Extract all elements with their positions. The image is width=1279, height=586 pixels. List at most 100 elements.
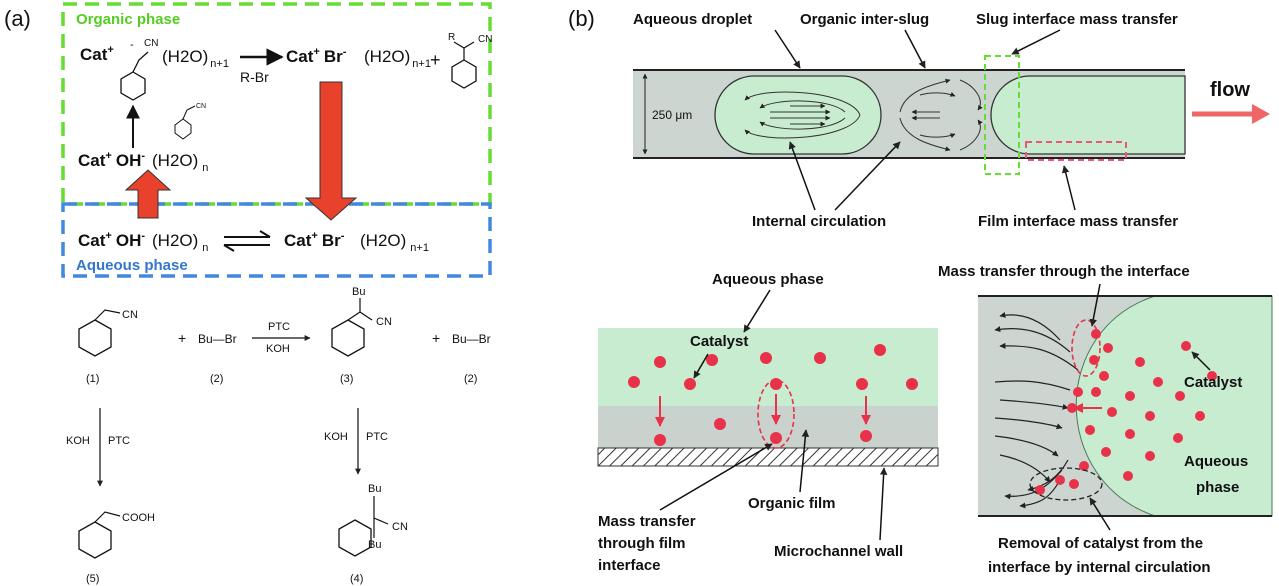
interface-transfer-highlight	[1071, 319, 1101, 377]
removal-caption-line-1: Removal of catalyst from the	[998, 535, 1203, 552]
svg-text:Aqueous phase: Aqueous phase	[1184, 453, 1252, 496]
flow-label: flow	[1210, 79, 1250, 101]
organic-phase-label: Organic phase	[76, 11, 180, 28]
equilibrium-arrows	[223, 230, 271, 252]
cat-ion: Cat	[80, 45, 108, 64]
svg-text:CN: CN	[478, 34, 492, 45]
svg-text:(2): (2)	[464, 373, 477, 385]
reaction-scheme: CN (1) + Bu—Br (2) PTC KOH Bu CN (3) + B…	[66, 286, 491, 585]
interface-circulation-arrows	[994, 312, 1079, 509]
aqueous-phase-label-b: Aqueous phase	[712, 271, 824, 288]
red-arrow-up	[124, 169, 172, 219]
slug-interface-label: Slug interface mass transfer	[976, 11, 1178, 28]
svg-text:Mass transfer through fi: Mass transfer through film interface	[598, 513, 700, 574]
film-transfer-highlight	[757, 379, 795, 449]
compound-3-label: (3)	[340, 373, 353, 385]
benzene-ring-product	[451, 59, 477, 89]
svg-text:+: +	[178, 330, 186, 346]
mass-transfer-film-line-2: through film	[598, 535, 685, 552]
organic-phase-box	[61, 2, 492, 206]
catalyst-dots-interface	[1035, 329, 1217, 495]
catalyst-label-interface: Catalyst	[1184, 374, 1242, 391]
svg-text:Removal of catalyst from the: Removal of catalyst from the interface b…	[988, 535, 1211, 576]
removal-caption-line-2: interface by internal circulation	[988, 559, 1211, 576]
svg-text:KOH: KOH	[324, 431, 348, 443]
svg-text:Bu: Bu	[352, 286, 365, 298]
mass-transfer-interface-label: Mass transfer through the interface	[938, 263, 1190, 280]
droplet-cap	[1075, 295, 1273, 517]
organic-film-label: Organic film	[748, 495, 836, 512]
cat-br-aqueous: Cat+Br-	[284, 230, 345, 250]
slug-interface-box	[984, 55, 1020, 175]
svg-text:+: +	[430, 50, 441, 70]
film-interface-box	[1025, 141, 1127, 161]
mass-transfer-film-line-1: Mass transfer	[598, 513, 696, 530]
interface-detail	[978, 295, 1273, 517]
aqueous-layer	[598, 328, 938, 406]
svg-text:+: +	[432, 330, 440, 346]
svg-text:COOH: COOH	[122, 512, 155, 524]
svg-text:Bu: Bu	[368, 483, 381, 495]
cn-top-left: CN	[144, 38, 158, 49]
svg-text:Bu: Bu	[368, 539, 381, 551]
compound-5-label: (5)	[86, 573, 99, 585]
aqueous-droplet-shape	[714, 75, 882, 155]
film-detail	[597, 328, 939, 467]
svg-text:PTC: PTC	[366, 431, 388, 443]
svg-text:(H2O)n+1: (H2O)n+1	[364, 47, 431, 70]
svg-text:CN: CN	[376, 316, 392, 328]
svg-text:CN: CN	[392, 521, 408, 533]
benzene-ring-small	[174, 118, 192, 140]
svg-text:Bu—Br: Bu—Br	[452, 332, 491, 346]
aqueous-phase-line-1: Aqueous	[1184, 453, 1248, 470]
rbr-label: R-Br	[240, 69, 269, 85]
organic-inter-slug-label: Organic inter-slug	[800, 11, 929, 28]
cat-oh-organic: Cat+OH-	[78, 150, 145, 170]
red-arrow-down	[304, 81, 358, 221]
compound-1-label: (1)	[86, 373, 99, 385]
svg-text:(H2O)n: (H2O)n	[152, 151, 208, 174]
organic-film-layer	[598, 406, 938, 448]
microchannel-wall-label: Microchannel wall	[774, 543, 903, 560]
compound-4-label: (4)	[350, 573, 363, 585]
microchannel-wall-layer	[597, 447, 939, 467]
removal-highlight	[1029, 467, 1103, 501]
bu-br-reactant: Bu—Br	[198, 332, 237, 346]
compound-4-structure	[338, 519, 372, 557]
aqueous-phase-box	[61, 202, 492, 278]
svg-text:Cat+: Cat+	[80, 44, 114, 64]
panel-a: (a) Organic phase Aqueous phase Cat+ - C…	[4, 2, 492, 585]
panel-a-label: (a)	[4, 6, 31, 31]
slug-circulation-arrows	[899, 78, 983, 152]
compound-5-structure	[78, 521, 112, 559]
internal-circulation-label: Internal circulation	[752, 213, 886, 230]
droplet-circulation-arrows	[744, 91, 861, 139]
svg-text:(H2O)n+1: (H2O)n+1	[162, 47, 229, 70]
aqueous-droplet-label: Aqueous droplet	[633, 11, 752, 28]
svg-text:CN: CN	[122, 309, 138, 321]
compound-3-structure	[331, 319, 365, 357]
svg-text:-: -	[130, 39, 134, 51]
top-reaction-row: Cat+ - CN (H2O)n+1 R-Br Cat+Br- (H2O)n+1…	[80, 32, 492, 101]
film-interface-label: Film interface mass transfer	[978, 213, 1178, 230]
cat-oh-aqueous: Cat+OH-	[78, 230, 145, 250]
svg-text:(H2O)n+1: (H2O)n+1	[360, 231, 429, 254]
svg-text:CN: CN	[196, 103, 206, 110]
compound-1-structure	[78, 319, 112, 357]
aqueous-phase-label: Aqueous phase	[76, 257, 188, 274]
compound-2-label: (2)	[210, 373, 223, 385]
panel-b: (b)	[568, 6, 1273, 576]
slug-flow-channel: 250 μm flow	[633, 55, 1270, 175]
channel-width-label: 250 μm	[652, 108, 692, 122]
catalyst-label-film: Catalyst	[690, 333, 748, 350]
aqueous-phase-line-2: phase	[1196, 479, 1239, 496]
svg-text:Cat+Br-: Cat+Br-	[286, 46, 347, 66]
svg-text:(H2O)n: (H2O)n	[152, 231, 208, 254]
panel-b-label: (b)	[568, 6, 595, 31]
mass-transfer-film-line-3: interface	[598, 557, 661, 574]
svg-text:KOH: KOH	[66, 435, 90, 447]
svg-text:KOH: KOH	[266, 343, 290, 355]
r-substituent: R	[448, 32, 455, 43]
